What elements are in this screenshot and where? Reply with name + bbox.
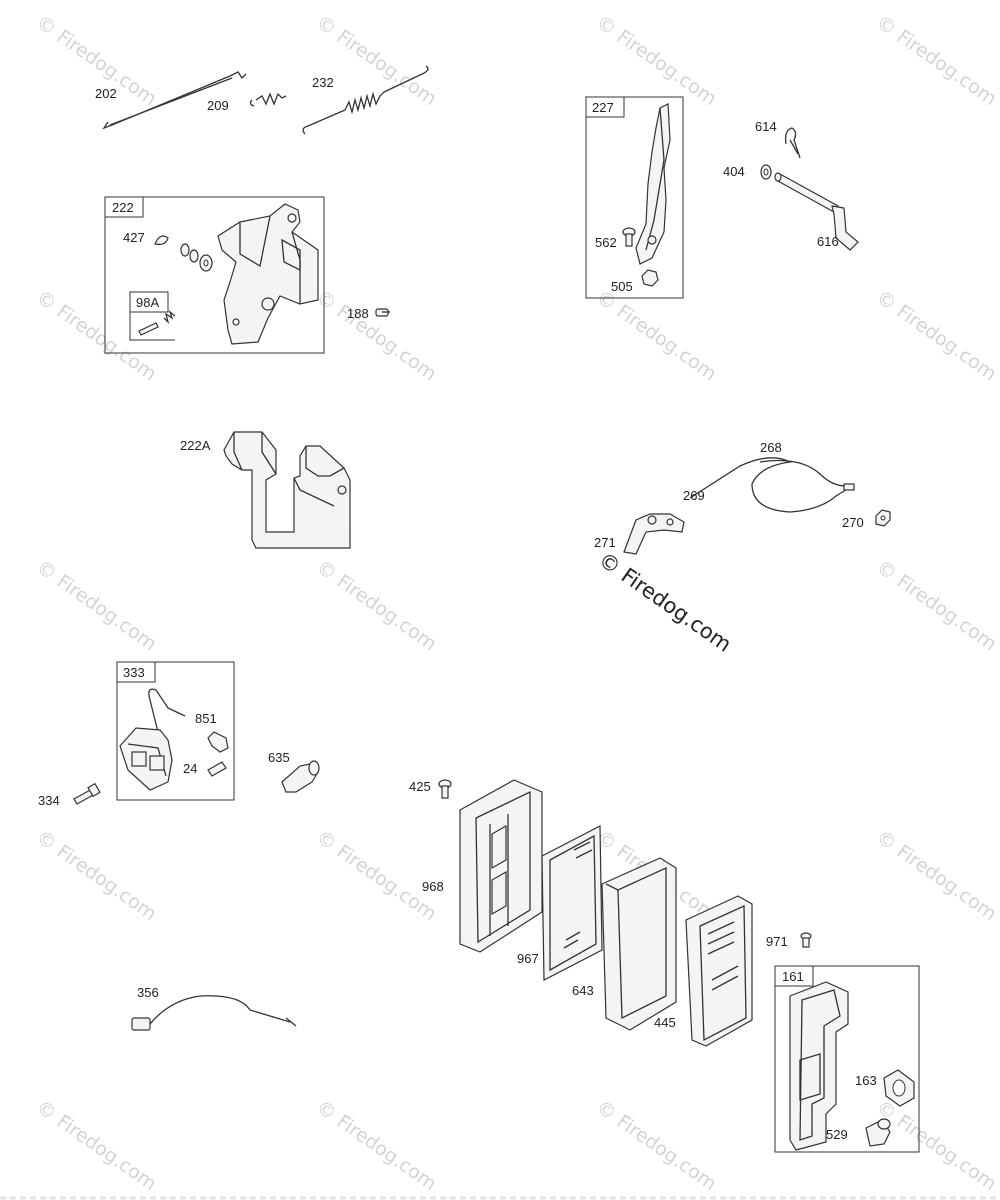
cable-icon — [689, 457, 855, 513]
assembly-box-333 — [116, 661, 235, 801]
watermark: © Firedog.com — [594, 547, 736, 656]
assembly-box-227 — [585, 96, 684, 299]
part-label-222a: 222A — [180, 438, 211, 453]
bolt-icon — [73, 782, 101, 805]
part-label-635: 635 — [268, 750, 290, 765]
part-label-562: 562 — [595, 235, 617, 250]
cable-icon — [131, 995, 297, 1031]
governor-shaft-icon — [774, 172, 859, 251]
part-label-505: 505 — [611, 279, 633, 294]
watermark: © Firedog.com — [872, 286, 1000, 385]
watermark: © Firedog.com — [592, 11, 720, 110]
terminal-icon — [207, 731, 229, 753]
cover-icon — [223, 431, 351, 549]
linkage-rod-202 — [102, 71, 247, 130]
assembly-tag-161 — [774, 965, 814, 987]
part-label-971: 971 — [766, 934, 788, 949]
watermark: © Firedog.com — [312, 11, 440, 110]
part-label-333: 333 — [123, 665, 145, 680]
part-label-161: 161 — [782, 969, 804, 984]
assembly-box-222 — [104, 196, 325, 354]
watermark: © Firedog.com — [32, 1096, 160, 1195]
air-filter-cover-icon — [685, 895, 753, 1047]
air-filter-base-icon — [459, 779, 543, 953]
watermark: © Firedog.com — [872, 556, 1000, 655]
bolt-icon — [207, 761, 227, 777]
part-label-427: 427 — [123, 230, 145, 245]
part-label-425: 425 — [409, 779, 431, 794]
part-label-614: 614 — [755, 119, 777, 134]
part-label-202: 202 — [95, 86, 117, 101]
cover-icon — [789, 981, 849, 1151]
assembly-tag-98a — [129, 291, 169, 313]
watermark: © Firedog.com — [32, 556, 160, 655]
lever-icon — [623, 513, 685, 555]
bolt-icon — [438, 779, 452, 799]
bolt-icon — [622, 227, 636, 247]
spring-icon — [302, 65, 429, 135]
bolt-icon — [375, 308, 390, 317]
part-label-163: 163 — [855, 1073, 877, 1088]
watermark: © Firedog.com — [592, 286, 720, 385]
watermark: © Firedog.com — [312, 556, 440, 655]
watermark: © Firedog.com — [872, 1096, 1000, 1195]
part-label-232: 232 — [312, 75, 334, 90]
part-label-188: 188 — [347, 306, 369, 321]
part-label-851: 851 — [195, 711, 217, 726]
gasket-icon — [541, 825, 603, 981]
part-label-98a: 98A — [136, 295, 159, 310]
part-label-404: 404 — [723, 164, 745, 179]
assembly-tag-227 — [585, 96, 625, 118]
watermark: © Firedog.com — [312, 1096, 440, 1195]
air-filter-icon — [601, 857, 677, 1031]
nut-icon — [641, 269, 659, 287]
part-label-616: 616 — [817, 234, 839, 249]
bolt-icon — [138, 310, 176, 336]
nut-icon — [875, 509, 891, 527]
part-label-529: 529 — [826, 1127, 848, 1142]
watermark: © Firedog.com — [592, 1096, 720, 1195]
washer-icon — [760, 164, 772, 180]
watermark-layer: © Firedog.com © Firedog.com © Firedog.co… — [32, 11, 1000, 1195]
assembly-tag-222 — [104, 196, 144, 218]
part-label-968: 968 — [422, 879, 444, 894]
part-label-269: 269 — [683, 488, 705, 503]
washer-icon — [154, 235, 213, 272]
elbow-fitting-icon — [865, 1118, 891, 1147]
assembly-box-161 — [774, 965, 920, 1153]
part-label-268: 268 — [760, 440, 782, 455]
cotter-pin-icon — [784, 127, 801, 159]
watermark: © Firedog.com — [312, 286, 440, 385]
part-label-227: 227 — [592, 100, 614, 115]
part-label-356: 356 — [137, 985, 159, 1000]
ignition-coil-icon — [119, 688, 186, 791]
part-label-445: 445 — [654, 1015, 676, 1030]
subassembly-bracket — [129, 312, 175, 341]
bolt-icon — [800, 932, 812, 948]
watermark: © Firedog.com — [872, 11, 1000, 110]
bracket-icon — [217, 203, 319, 345]
watermark: © Firedog.com — [312, 826, 440, 925]
part-label-222: 222 — [112, 200, 134, 215]
part-label-334: 334 — [38, 793, 60, 808]
lever-icon — [635, 103, 671, 265]
spring-icon — [249, 92, 287, 107]
part-label-270: 270 — [842, 515, 864, 530]
gasket-icon — [883, 1069, 915, 1107]
part-label-209: 209 — [207, 98, 229, 113]
part-label-967: 967 — [517, 951, 539, 966]
part-label-24: 24 — [183, 761, 197, 776]
part-label-271: 271 — [594, 535, 616, 550]
watermark: © Firedog.com — [32, 826, 160, 925]
watermark: © Firedog.com — [872, 826, 1000, 925]
assembly-tag-333 — [116, 661, 156, 683]
spark-plug-boot-icon — [281, 760, 320, 793]
part-label-643: 643 — [572, 983, 594, 998]
